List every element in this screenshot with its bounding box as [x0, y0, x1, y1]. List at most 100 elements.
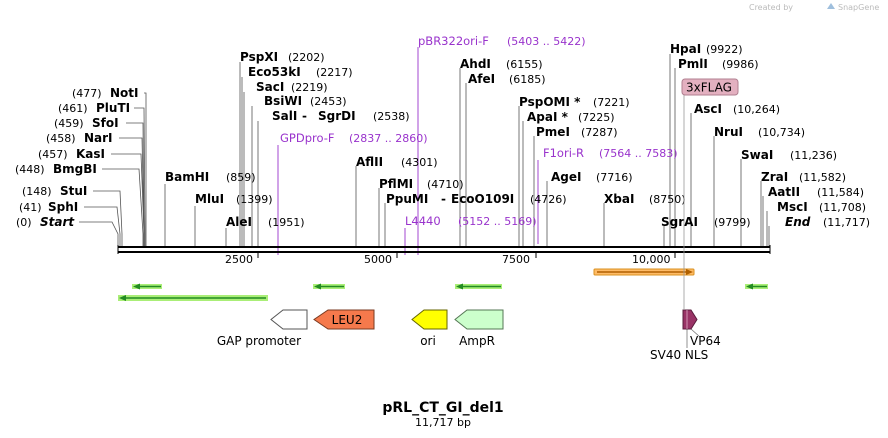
leader-noti [144, 92, 147, 246]
orf-arrows [118, 268, 768, 301]
enzyme-end-pos: (11,717) [823, 216, 870, 229]
ori-arrow [411, 309, 448, 330]
primer-labels: GPDpro-F (2837 .. 2860) L4440 (5152 .. 5… [280, 34, 678, 228]
orf-arrow-5[interactable] [118, 295, 268, 301]
enzyme-eco53ki-pos: (2217) [316, 66, 353, 79]
enzyme-mlui-pos: (1399) [236, 193, 273, 206]
enzyme-sphi-name[interactable]: SphI [48, 200, 78, 214]
primer-pbr322ori-f-name[interactable]: pBR322ori-F [418, 34, 489, 48]
enzyme-xbai-name[interactable]: XbaI [604, 192, 634, 206]
orf-arrow-3[interactable] [455, 283, 502, 290]
primer-leader-lines [277, 47, 539, 255]
leader-bmgbi [102, 168, 144, 246]
enzyme-end-name[interactable]: End [785, 215, 811, 229]
gap-promoter-arrow [270, 309, 308, 330]
feature-gap-promoter[interactable]: GAP promoter [217, 309, 308, 348]
orf-head-5 [119, 295, 126, 301]
feature-leu2[interactable]: LEU2 [313, 309, 375, 330]
enzyme-zrai-pos: (11,582) [799, 171, 846, 184]
enzyme-nrui-name[interactable]: NruI [714, 125, 743, 139]
leader-pluti [134, 107, 146, 246]
enzyme-afei-name[interactable]: AfeI [468, 72, 495, 86]
enzyme-noti-pos: (477) [72, 87, 102, 100]
enzyme-agei-name[interactable]: AgeI [551, 170, 581, 184]
feature-vp64[interactable]: VP64 SV40 NLS [650, 309, 721, 362]
vp64-arrow [682, 309, 698, 330]
feature-ori[interactable]: ori [411, 309, 448, 348]
leader-kasi [111, 153, 145, 246]
feature-ampr[interactable]: AmpR [454, 309, 504, 348]
enzyme-aatii-name[interactable]: AatII [768, 185, 800, 199]
enzyme-nrui-pos: (10,734) [758, 126, 805, 139]
enzyme-saci-name[interactable]: SacI [256, 80, 284, 94]
enzyme-ppumi-name[interactable]: PpuMI [386, 192, 428, 206]
3xflag-box [681, 78, 739, 96]
enzyme-labels-right: BamHI (859) MluI (1399) AleI (1951) PspX… [165, 42, 870, 229]
enzyme-afei-pos: (6185) [509, 73, 546, 86]
enzyme-zrai-name[interactable]: ZraI [761, 170, 788, 184]
enzyme-msci-pos: (11,708) [819, 201, 866, 214]
enzyme-swai-name[interactable]: SwaI [741, 148, 773, 162]
primer-gpdpro-f-range: (2837 .. 2860) [349, 132, 428, 145]
feature-3xflag[interactable]: 3xFLAG [681, 78, 739, 310]
enzyme-pmei-name[interactable]: PmeI [536, 125, 570, 139]
primer-l4440-name[interactable]: L4440 [405, 214, 441, 228]
primer-gpdpro-f-name[interactable]: GPDpro-F [280, 131, 335, 145]
enzyme-bamhi-name[interactable]: BamHI [165, 170, 209, 184]
enzyme-pspxi-name[interactable]: PspXI [240, 50, 278, 64]
enzyme-sfoi-name[interactable]: SfoI [92, 116, 119, 130]
enzyme-pspomi-name[interactable]: PspOMI * [519, 95, 581, 109]
enzyme-pmli-name[interactable]: PmlI [678, 57, 708, 71]
primer-l4440-range: (5152 .. 5169) [458, 215, 537, 228]
enzyme-bsiwi-name[interactable]: BsiWI [264, 94, 302, 108]
enzyme-kasi-name[interactable]: KasI [76, 147, 105, 161]
leader-sphi [84, 206, 121, 246]
enzyme-bmgbi-name[interactable]: BmgBI [53, 162, 97, 176]
orf-arrow-4[interactable] [745, 283, 768, 290]
orf-arrow-2[interactable] [313, 283, 345, 290]
selected-orf-arrow[interactable] [593, 268, 695, 276]
map-title: pRL_CT_GI_del1 [382, 400, 503, 416]
enzyme-pflmi-name[interactable]: PflMI [379, 177, 413, 191]
enzyme-eco53ki-name[interactable]: Eco53kI [248, 65, 301, 79]
enzyme-sali-name[interactable]: SalI [272, 109, 297, 123]
enzyme-asci-name[interactable]: AscI [694, 102, 722, 116]
enzyme-pspomi-pos: (7221) [593, 96, 630, 109]
enzyme-pspxi-pos: (2202) [288, 51, 325, 64]
ampr-arrow [454, 309, 504, 330]
sv40-nls-label: SV40 NLS [650, 348, 708, 362]
enzyme-mlui-name[interactable]: MluI [195, 192, 224, 206]
enzyme-pluti-name[interactable]: PluTI [96, 101, 130, 115]
enzyme-msci-name[interactable]: MscI [777, 200, 808, 214]
enzyme-bmgbi-pos: (448) [15, 163, 45, 176]
enzyme-ahdi-name[interactable]: AhdI [460, 57, 491, 71]
enzyme-sgrdi-name[interactable]: SgrDI [318, 109, 356, 123]
vp64-label: VP64 [690, 334, 721, 348]
enzyme-sgrai-name[interactable]: SgrAI [661, 215, 698, 229]
leu2-label: LEU2 [332, 313, 363, 327]
enzyme-nari-name[interactable]: NarI [84, 131, 113, 145]
selected-orf-head [686, 269, 693, 275]
enzyme-pmei-pos: (7287) [581, 126, 618, 139]
leader-stui [93, 190, 123, 246]
enzyme-nari-pos: (458) [46, 132, 76, 145]
enzyme-asci-pos: (10,264) [733, 103, 780, 116]
snapgene-logo: SnapGene [827, 3, 879, 12]
enzyme-start-name[interactable]: Start [40, 215, 75, 229]
leu2-arrow [313, 309, 375, 330]
orf-arrow-1[interactable] [132, 283, 162, 290]
enzyme-hpai-name[interactable]: HpaI [670, 42, 701, 56]
enzyme-apai-name[interactable]: ApaI * [527, 110, 569, 124]
enzyme-noti-name[interactable]: NotI [110, 86, 139, 100]
enzyme-stui-name[interactable]: StuI [60, 184, 87, 198]
enzyme-pflmi-pos: (4710) [427, 178, 464, 191]
enzyme-sfoi-pos: (459) [54, 117, 84, 130]
primer-f1ori-r-name[interactable]: F1ori-R [543, 146, 584, 160]
primer-f1ori-r-range: (7564 .. 7583) [599, 147, 678, 160]
enzyme-ecoo109i-name[interactable]: EcoO109I [451, 192, 514, 206]
orf-head-1 [133, 283, 140, 290]
enzyme-afliii-name[interactable]: AflII [356, 155, 383, 169]
map-length: 11,717 bp [415, 416, 471, 429]
enzyme-alei-name[interactable]: AleI [226, 215, 252, 229]
